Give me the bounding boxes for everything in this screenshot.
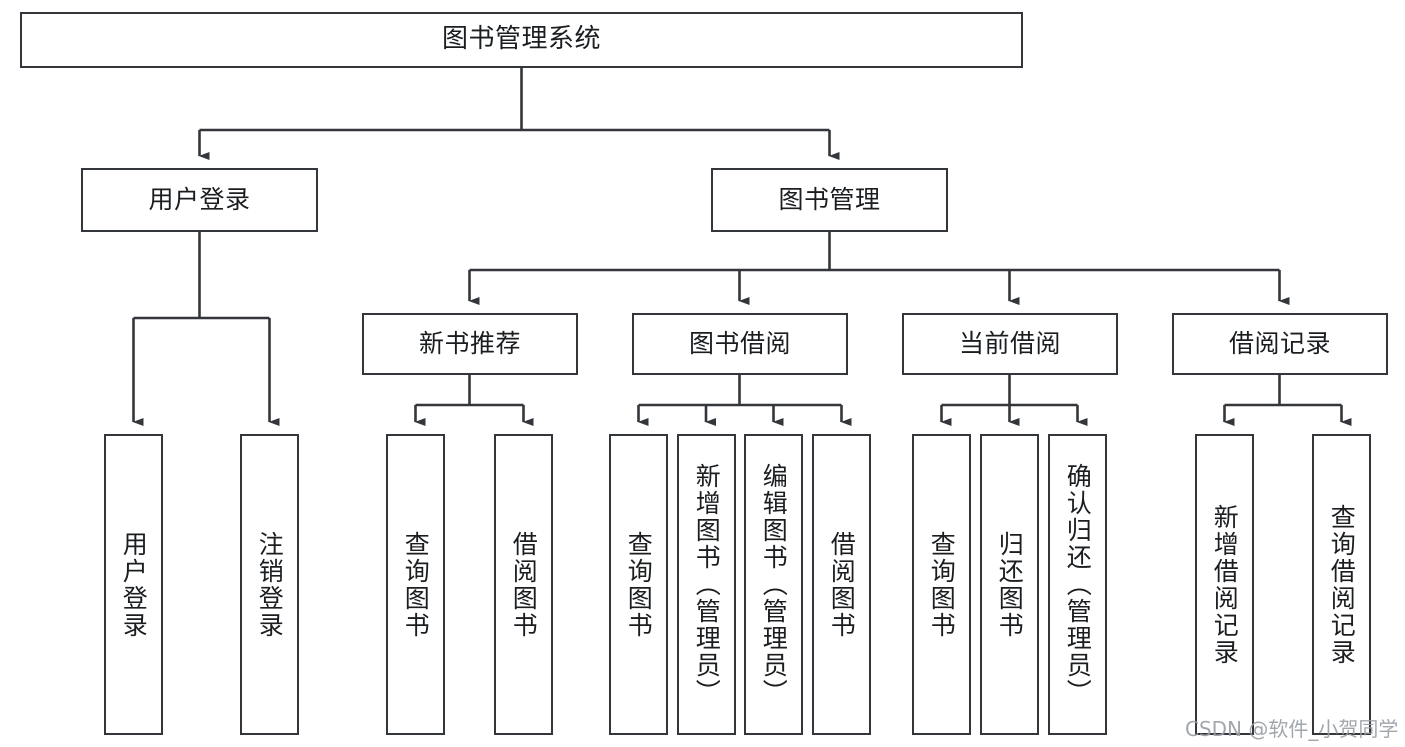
node-leaf-user-login-label: 用户登录 [119,530,149,639]
node-user-login[interactable]: 用户登录 [81,168,318,232]
node-leaf-edit-book[interactable]: 编辑图书（管理员） [744,434,803,735]
node-book-borrow[interactable]: 图书借阅 [632,313,848,375]
node-leaf-add-book[interactable]: 新增图书（管理员） [677,434,736,735]
node-leaf-add-borrow-record-label: 新增借阅记录 [1210,503,1240,666]
node-leaf-borrow-book-1[interactable]: 借阅图书 [494,434,553,735]
node-leaf-query-book-3-label: 查询图书 [927,530,957,639]
node-current-borrow-label: 当前借阅 [958,328,1061,358]
node-leaf-query-book-3[interactable]: 查询图书 [912,434,971,735]
node-leaf-edit-book-label: 编辑图书（管理员） [759,463,789,706]
node-book-management-label: 图书管理 [778,184,881,214]
node-leaf-add-borrow-record[interactable]: 新增借阅记录 [1195,434,1254,735]
node-leaf-confirm-return-label: 确认归还（管理员） [1063,463,1093,706]
node-new-book-recommend-label: 新书推荐 [418,328,521,358]
node-leaf-query-borrow-record[interactable]: 查询借阅记录 [1312,434,1371,735]
node-book-management[interactable]: 图书管理 [711,168,948,232]
node-user-login-label: 用户登录 [148,184,251,214]
node-leaf-return-book[interactable]: 归还图书 [980,434,1039,735]
node-leaf-borrow-book-1-label: 借阅图书 [509,530,539,639]
node-book-borrow-label: 图书借阅 [688,328,791,358]
node-borrow-record[interactable]: 借阅记录 [1172,313,1388,375]
node-leaf-query-book-1[interactable]: 查询图书 [386,434,445,735]
node-leaf-logout-login-label: 注销登录 [255,530,285,639]
node-leaf-borrow-book-2-label: 借阅图书 [827,530,857,639]
node-new-book-recommend[interactable]: 新书推荐 [362,313,578,375]
node-leaf-confirm-return[interactable]: 确认归还（管理员） [1048,434,1107,735]
node-leaf-query-borrow-record-label: 查询借阅记录 [1327,503,1357,666]
csdn-watermark: CSDN @软件_小贺同学 [1185,717,1399,741]
node-leaf-add-book-label: 新增图书（管理员） [692,463,722,706]
node-leaf-logout-login[interactable]: 注销登录 [240,434,299,735]
node-leaf-query-book-1-label: 查询图书 [401,530,431,639]
node-leaf-user-login[interactable]: 用户登录 [104,434,163,735]
node-leaf-query-book-2[interactable]: 查询图书 [609,434,668,735]
node-leaf-query-book-2-label: 查询图书 [624,530,654,639]
node-current-borrow[interactable]: 当前借阅 [902,313,1118,375]
node-root-system[interactable]: 图书管理系统 [20,12,1023,68]
node-leaf-return-book-label: 归还图书 [995,530,1025,639]
node-leaf-borrow-book-2[interactable]: 借阅图书 [812,434,871,735]
node-root-system-label: 图书管理系统 [441,24,601,55]
node-borrow-record-label: 借阅记录 [1228,328,1331,358]
